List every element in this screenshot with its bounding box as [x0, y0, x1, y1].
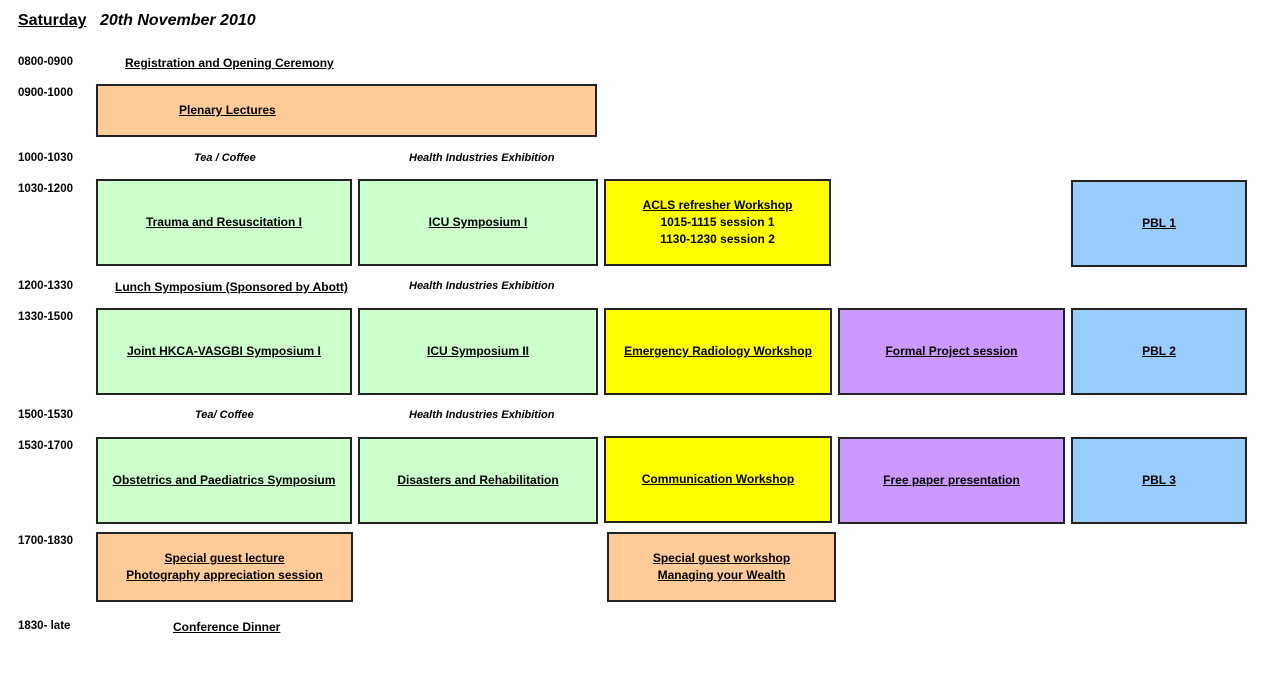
- day-heading: Saturday: [18, 12, 87, 29]
- time-slot: 1530-1700: [18, 440, 73, 452]
- session-acls-workshop[interactable]: ACLS refresher Workshop 1015-1115 sessio…: [604, 179, 831, 266]
- session-title: PBL 1: [1142, 216, 1176, 230]
- session-free-paper[interactable]: Free paper presentation: [838, 437, 1065, 524]
- session-subtitle: Photography appreciation session: [126, 568, 323, 582]
- time-slot: 1330-1500: [18, 311, 73, 323]
- session-pbl-2[interactable]: PBL 2: [1071, 308, 1247, 395]
- session-title: Plenary Lectures: [179, 103, 276, 117]
- time-slot: 0900-1000: [18, 87, 73, 99]
- tea-coffee-label: Tea/ Coffee: [195, 409, 254, 421]
- session-title: PBL 3: [1142, 473, 1176, 487]
- registration-label: Registration and Opening Ceremony: [125, 56, 334, 70]
- session-title: Obstetrics and Paediatrics Symposium: [112, 473, 336, 487]
- session-title: Communication Workshop: [641, 472, 795, 486]
- session-title: Formal Project session: [885, 344, 1018, 358]
- session-trauma-resuscitation[interactable]: Trauma and Resuscitation I: [96, 179, 352, 266]
- time-slot: 1700-1830: [18, 535, 73, 547]
- lunch-symposium-label: Lunch Symposium (Sponsored by Abott): [115, 280, 348, 294]
- time-slot: 1030-1200: [18, 183, 73, 195]
- session-communication-workshop[interactable]: Communication Workshop: [604, 436, 832, 523]
- session-title: ICU Symposium II: [426, 344, 530, 358]
- session-pbl-1[interactable]: PBL 1: [1071, 180, 1247, 267]
- session-emergency-radiology[interactable]: Emergency Radiology Workshop: [604, 308, 832, 395]
- session-disasters-rehabilitation[interactable]: Disasters and Rehabilitation: [358, 437, 598, 524]
- session-subtitle: Managing your Wealth: [657, 568, 786, 582]
- session-special-guest-workshop[interactable]: Special guest workshop Managing your Wea…: [607, 532, 836, 602]
- session-title: Special guest lecture: [164, 551, 285, 565]
- tea-coffee-label: Tea / Coffee: [194, 152, 256, 164]
- session-icu-symposium-1[interactable]: ICU Symposium I: [358, 179, 598, 266]
- session-title: Special guest workshop: [652, 551, 791, 565]
- exhibition-label: Health Industries Exhibition: [409, 280, 555, 292]
- session-special-guest-lecture[interactable]: Special guest lecture Photography apprec…: [96, 532, 353, 602]
- session-title: ACLS refresher Workshop: [642, 198, 793, 212]
- time-slot: 1000-1030: [18, 152, 73, 164]
- exhibition-label: Health Industries Exhibition: [409, 152, 555, 164]
- session-time: 1015-1115 session 1: [660, 215, 775, 229]
- conference-dinner-label: Conference Dinner: [173, 620, 281, 634]
- session-title: PBL 2: [1142, 344, 1176, 358]
- session-title: Free paper presentation: [883, 473, 1020, 487]
- session-title: ICU Symposium I: [428, 215, 528, 229]
- session-title: Trauma and Resuscitation I: [145, 215, 303, 229]
- session-icu-symposium-2[interactable]: ICU Symposium II: [358, 308, 598, 395]
- session-title: Joint HKCA-VASGBI Symposium I: [127, 344, 321, 358]
- session-time: 1130-1230 session 2: [660, 232, 775, 246]
- date-heading: 20th November 2010: [100, 12, 256, 29]
- session-obstetrics-paediatrics[interactable]: Obstetrics and Paediatrics Symposium: [96, 437, 352, 524]
- time-slot: 1200-1330: [18, 280, 73, 292]
- session-formal-project[interactable]: Formal Project session: [838, 308, 1065, 395]
- session-plenary-lectures[interactable]: Plenary Lectures: [96, 84, 597, 137]
- time-slot: 0800-0900: [18, 56, 73, 68]
- time-slot: 1830- late: [18, 620, 71, 632]
- time-slot: 1500-1530: [18, 409, 73, 421]
- session-title: Disasters and Rehabilitation: [397, 473, 559, 487]
- exhibition-label: Health Industries Exhibition: [409, 409, 555, 421]
- session-title: Emergency Radiology Workshop: [624, 344, 812, 358]
- session-pbl-3[interactable]: PBL 3: [1071, 437, 1247, 524]
- session-joint-hkca-vasgbi[interactable]: Joint HKCA-VASGBI Symposium I: [96, 308, 352, 395]
